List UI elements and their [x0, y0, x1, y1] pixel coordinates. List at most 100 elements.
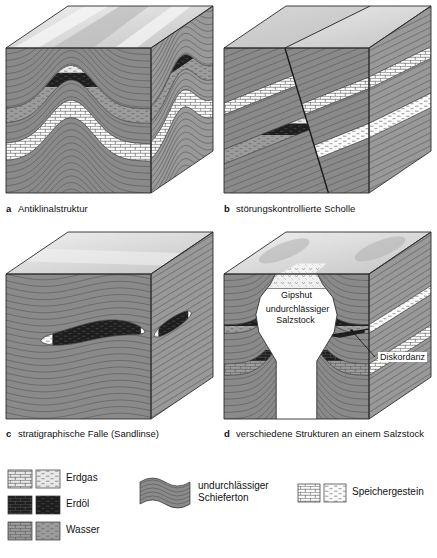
- shale-bedding: [224, 31, 369, 89]
- structure-label-text: Gipshut: [279, 290, 314, 300]
- reservoir-swatch: [324, 484, 346, 502]
- shale-bedding: [6, 255, 151, 267]
- rock-texture: [154, 311, 191, 337]
- shale-bedding: [151, 413, 213, 451]
- shale-bedding: [224, 132, 369, 175]
- shale-bedding: [224, 0, 369, 36]
- shale-bedding: [369, 373, 431, 412]
- legend-row: [8, 470, 60, 488]
- shale-bedding: [151, 439, 213, 477]
- shale-bedding: [6, 215, 151, 227]
- legend-swatch: [36, 470, 60, 488]
- structure-label-text: Diskordanz: [378, 352, 427, 362]
- shale-bedding: [369, 179, 431, 209]
- surface-light: [25, 249, 182, 266]
- reservoir-rock: [224, 123, 369, 195]
- swatch-texture: [298, 484, 320, 502]
- swatch-texture: [8, 470, 32, 488]
- shale-face: [369, 6, 431, 193]
- lens-block: [6, 0, 213, 558]
- shale-bedding: [6, 242, 151, 254]
- gypsum-texture: [224, 245, 369, 289]
- swatch-texture: [8, 522, 32, 540]
- shale-bedding: [369, 133, 431, 163]
- rock-texture: [369, 286, 431, 334]
- panel-caption: stratigraphische Falle (Sandlinse): [18, 428, 159, 439]
- shale-bedding: [6, 169, 151, 181]
- shale-bedding: [6, 0, 151, 35]
- shale-bedding: [369, 139, 431, 169]
- shale-bedding: [369, 169, 431, 208]
- shale-bedding: [6, 407, 151, 419]
- shale-bedding: [224, 143, 369, 201]
- shale-bedding: [224, 156, 369, 214]
- legend-text: Wasser: [66, 524, 100, 535]
- shale-bedding: [151, 195, 213, 233]
- anticline-block: [0, 0, 225, 491]
- rock-texture: [6, 100, 151, 161]
- shale-bedding: [369, 255, 431, 294]
- rock-texture: [41, 320, 145, 345]
- shale-bedding: [6, 183, 151, 195]
- shale-bedding: [151, 169, 213, 207]
- shale-bedding: [369, 446, 431, 485]
- shale-bedding: [369, 198, 431, 228]
- shale-bedding: [224, 158, 369, 201]
- salt-outline: [256, 267, 337, 427]
- shale-bedding: [224, 176, 369, 234]
- shale-bedding: [224, 0, 369, 30]
- shale-bedding: [6, 446, 151, 458]
- reservoir-outline: [41, 320, 145, 345]
- panel-letter: b: [224, 203, 230, 214]
- legend-swatch: [8, 470, 32, 488]
- legend-swatch: [36, 522, 60, 540]
- fault-plane: [285, 48, 329, 193]
- shale-bedding: [151, 386, 213, 424]
- reservoir-rock: [154, 311, 191, 337]
- rock-texture: [151, 90, 213, 160]
- fluid-fill: [52, 0, 140, 558]
- shale-bedding: [369, 149, 431, 188]
- shale-bedding: [224, 231, 369, 274]
- panel-caption-text: verschiedene Strukturen an einem Salzsto…: [236, 428, 424, 439]
- fluid-fill: [195, 0, 398, 326]
- shale-bedding: [151, 189, 213, 227]
- shale-bedding: [140, 496, 190, 504]
- shale-bedding: [224, 0, 369, 31]
- shale-bedding: [140, 492, 190, 500]
- panel-caption-text: störungskontrollierte Scholle: [236, 203, 355, 214]
- legend-swatch: [36, 496, 60, 514]
- shale-bedding: [6, 0, 151, 8]
- legend-entry: Wasser: [66, 524, 100, 536]
- shale-bedding: [6, 0, 151, 2]
- shale-bedding: [369, 143, 431, 182]
- legend-text: Speichergestein: [352, 486, 424, 497]
- legend-text: undurchlässiger Schieferton: [198, 480, 269, 503]
- salt-stock: [256, 267, 337, 427]
- shale-swatch: [140, 478, 190, 508]
- block-edge: [369, 232, 431, 419]
- shale-bedding: [224, 170, 369, 228]
- shale-bedding: [151, 182, 213, 220]
- shale-bedding: [6, 301, 151, 313]
- reservoir-outline: [369, 325, 431, 376]
- shale-bedding: [224, 0, 369, 50]
- shale-bedding: [369, 159, 431, 189]
- salt-dome-block: [195, 0, 431, 558]
- shale-bedding: [369, 205, 431, 235]
- rock-texture: [369, 325, 431, 376]
- shale-bedding: [224, 151, 369, 194]
- shale-bedding: [224, 0, 369, 10]
- reservoir-outline: [369, 47, 431, 89]
- shale-bedding: [151, 0, 213, 20]
- shale-bedding: [151, 446, 213, 484]
- shale-bedding: [6, 367, 151, 379]
- shale-bedding: [224, 0, 369, 17]
- hummock-shade: [259, 238, 310, 263]
- shale-bedding: [369, 202, 431, 241]
- shale-bedding: [224, 0, 369, 11]
- legend-text: Erdgas: [66, 472, 98, 483]
- shale-bedding: [224, 18, 369, 76]
- shale-bedding: [369, 367, 431, 406]
